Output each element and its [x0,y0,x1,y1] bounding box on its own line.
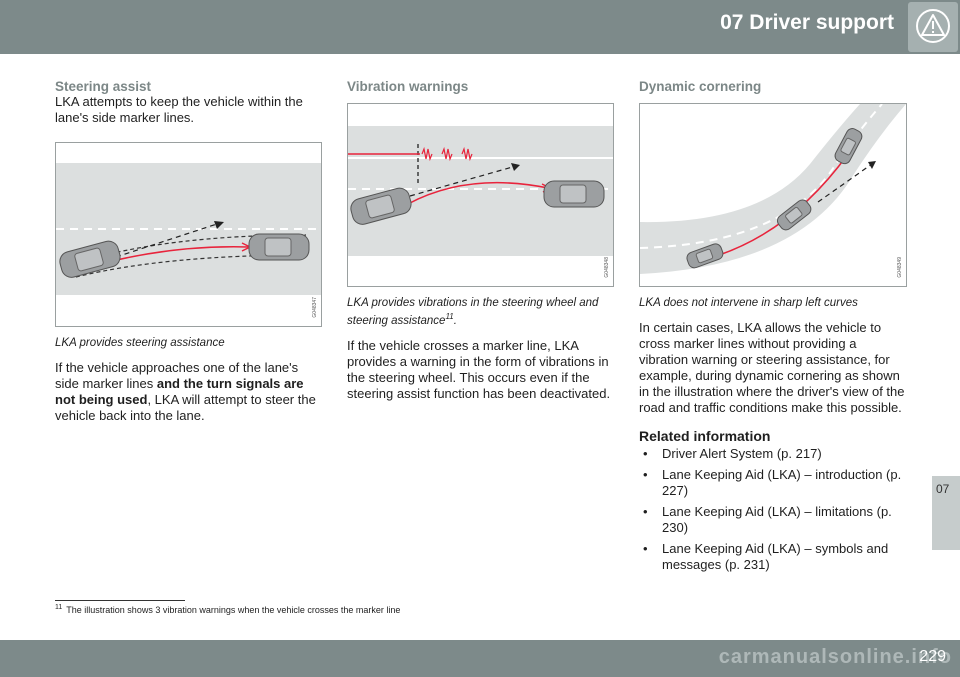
dynamic-cornering-illustration [640,104,906,274]
footnote-divider [55,600,185,601]
watermark: carmanualsonline.info [718,646,952,668]
vibration-warnings-illustration [348,126,613,256]
vibration-warnings-caption: LKA provides vibrations in the steering … [347,296,615,328]
chapter-tab[interactable]: 07 [932,476,960,550]
body-text: If the vehicle approaches one of the lan… [55,360,299,391]
caption-end: . [453,314,457,327]
dynamic-cornering-figure: G048349 [639,103,907,287]
related-info-heading: Related information [639,428,771,444]
related-info-list: Driver Alert System (p. 217) Lane Keepin… [639,446,907,573]
steering-assist-heading: Steering assist [55,79,152,94]
vibration-warnings-body: If the vehicle crosses a marker line, LK… [347,337,611,401]
steering-assist-illustration [56,163,321,295]
page-number: 229 [919,648,946,665]
steering-assist-section: Steering assist LKA attempts to keep the… [55,79,323,424]
chapter-tab-label: 07 [936,482,950,496]
body-bold-text: and the turn signals are not being used [55,376,304,407]
dynamic-cornering-body: In certain cases, LKA allows the vehicle… [639,320,905,415]
caption-text: LKA provides vibrations in the steering … [347,297,599,327]
steering-assist-body: If the vehicle approaches one of the lan… [55,360,323,424]
vibration-warnings-section: Vibration warnings [347,79,615,402]
page-header: 07 Driver support [0,0,960,54]
related-link[interactable]: Lane Keeping Aid (LKA) – symbols and mes… [639,541,907,573]
body-text-end: , LKA will attempt to steer the vehicle … [55,392,316,423]
footnote-text: The illustration shows 3 vibration warni… [66,605,401,615]
figure-code: G048347 [312,297,318,318]
related-link[interactable]: Driver Alert System (p. 217) [639,446,907,462]
footnote-ref[interactable]: 11 [445,312,454,321]
warning-box [908,2,958,52]
steering-assist-caption: LKA provides steering assistance [55,337,225,349]
dynamic-cornering-caption: LKA does not intervene in sharp left cur… [639,297,858,309]
related-link[interactable]: Lane Keeping Aid (LKA) – introduction (p… [639,467,907,499]
related-link[interactable]: Lane Keeping Aid (LKA) – limitations (p.… [639,504,907,536]
vibration-warnings-heading: Vibration warnings [347,79,469,94]
steering-assist-figure: G048347 [55,142,322,327]
chapter-title: 07 Driver support [720,11,894,34]
page-footer: carmanualsonline.info 229 [0,640,960,677]
vibration-warnings-figure: G048348 [347,103,614,287]
footnote-number: 11 [55,604,63,611]
warning-triangle-icon [916,9,950,43]
figure-code: G048348 [604,257,610,278]
steering-assist-intro: LKA attempts to keep the vehicle within … [55,94,303,125]
figure-code: G048349 [897,257,903,278]
dynamic-cornering-section: Dynamic cornering G048349 LKA does not i [639,79,907,578]
dynamic-cornering-heading: Dynamic cornering [639,79,762,94]
